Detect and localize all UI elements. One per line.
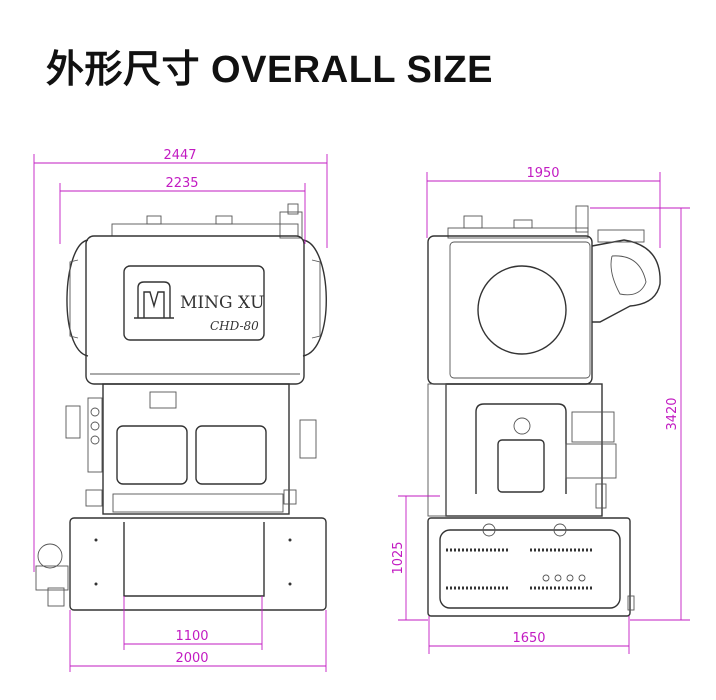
side-crown xyxy=(427,235,593,385)
front-window-right xyxy=(195,425,267,485)
front-base xyxy=(69,517,327,611)
side-view xyxy=(427,205,661,617)
machine-brand: MING XU xyxy=(180,293,264,313)
page-title: 外形尺寸 OVERALL SIZE xyxy=(46,49,493,91)
dim-side-base-depth: 1650 xyxy=(512,631,545,646)
machine-model: CHD-80 xyxy=(210,319,259,333)
dim-front-overall-width: 2447 xyxy=(163,148,196,163)
side-flywheel xyxy=(477,265,567,355)
side-dimensions: 1950 3420 1025 1650 xyxy=(391,166,690,654)
vent-grille-right xyxy=(530,548,594,590)
side-valve-cluster xyxy=(565,411,617,509)
front-control-box xyxy=(65,397,103,507)
front-frame xyxy=(102,383,290,515)
dim-front-body-width: 2235 xyxy=(165,176,198,191)
dim-front-bolster-width: 1100 xyxy=(175,629,208,644)
dim-side-base-height: 1025 xyxy=(391,541,406,574)
ming-xu-logo-icon xyxy=(134,281,174,319)
side-base xyxy=(427,517,631,617)
dim-side-total-height: 3420 xyxy=(665,397,680,430)
front-window-left xyxy=(116,425,188,485)
lubrication-pump xyxy=(35,543,69,607)
front-view: MING XU CHD-80 xyxy=(35,203,327,611)
name-plate xyxy=(123,265,265,341)
dim-front-base-width: 2000 xyxy=(175,651,208,666)
vent-grille-left xyxy=(446,548,508,590)
front-dimensions: 2447 2235 1100 2000 xyxy=(33,148,328,672)
dim-side-top-depth: 1950 xyxy=(526,166,559,181)
front-top-fittings xyxy=(111,203,303,239)
side-motor-bracket xyxy=(591,229,661,323)
